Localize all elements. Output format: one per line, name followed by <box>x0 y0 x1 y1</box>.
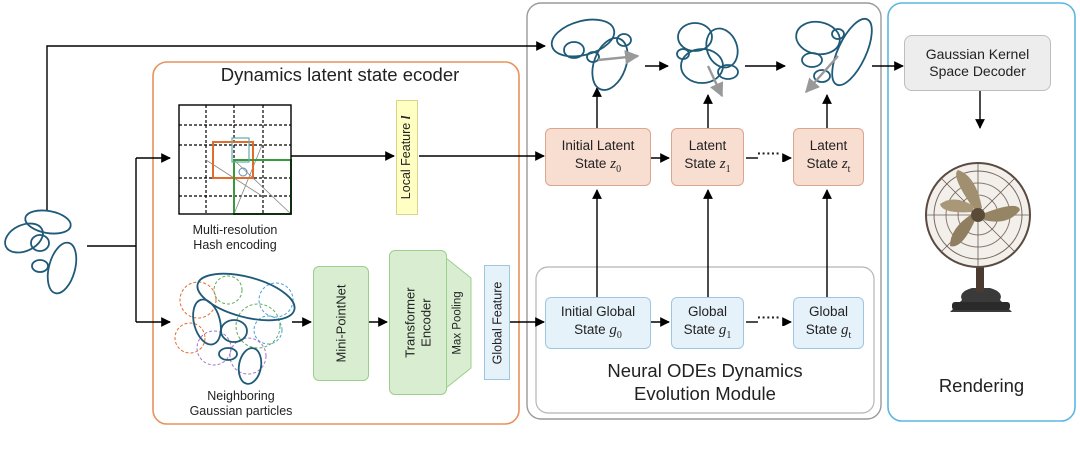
gaussian-kernel-decoder-box: Gaussian Kernel Space Decoder <box>904 35 1051 91</box>
hash-encoding-caption: Multi-resolution Hash encoding <box>170 223 300 253</box>
max-pooling-label: Max Pooling <box>452 291 465 355</box>
latent-state-z1: Latent State z1 <box>671 128 744 186</box>
transformer-encoder-box: Transformer Encoder <box>389 250 447 395</box>
latent-zt-symbol: z <box>841 155 848 172</box>
global-g1-line2: State <box>683 321 716 337</box>
latent-zt-subscript: t <box>847 163 851 175</box>
hash-caption-line1: Multi-resolution <box>192 223 278 237</box>
global-gt-line1: Global <box>808 304 849 320</box>
rendering-label: Rendering <box>938 375 1025 396</box>
transformer-label-line2: Encoder <box>418 298 433 347</box>
local-feature-box: Local Feature l <box>396 100 418 215</box>
ode-inner-border <box>535 266 875 414</box>
input-connectors <box>46 41 546 327</box>
hash-grid-icon <box>178 104 292 215</box>
mini-pointnet-label: Mini-PointNet <box>333 284 349 363</box>
global-state-gt: Global State gt <box>793 297 864 349</box>
max-pooling-box: Max Pooling <box>448 278 468 368</box>
global-dots: ····· <box>757 309 781 325</box>
local-feature-symbol: l <box>399 115 414 120</box>
ode-module-title: Neural ODEs Dynamics Evolution Module <box>560 360 850 405</box>
latent-zt-line2: State <box>806 155 839 171</box>
latent-state-z0: Initial Latent State z0 <box>545 128 651 186</box>
global-ellipsis-arrow <box>746 317 792 327</box>
transformer-label-line1: Transformer <box>402 287 418 358</box>
global-g0-line1: Initial Global <box>560 304 636 320</box>
render-module-border <box>887 2 1076 422</box>
ode-module-border <box>526 2 882 420</box>
latent-zt-line1: Latent <box>809 138 848 154</box>
gaussian-state-0-icon <box>550 18 640 91</box>
global-g0-subscript: 0 <box>616 329 622 341</box>
latent-ellipsis: ····· <box>744 145 792 166</box>
latent-z1-subscript: 1 <box>725 163 731 175</box>
input-gaussians-icon <box>4 209 78 295</box>
global-ellipsis: ····· <box>744 309 792 330</box>
hash-caption-line2: Hash encoding <box>193 237 277 252</box>
latent-z0-symbol: z <box>610 155 617 172</box>
global-g0-line2: State <box>574 321 606 337</box>
latent-z1-symbol: z <box>719 155 726 172</box>
global-state-g0: Initial Global State g0 <box>545 297 651 349</box>
global-feature-box: Global Feature <box>484 265 510 380</box>
encoder-title: Dynamics latent state ecoder <box>220 64 460 85</box>
neighbor-caption-line2: Gaussian particles <box>189 403 293 418</box>
global-feature-label: Global Feature <box>490 281 504 364</box>
global-gt-line2: State <box>805 321 838 337</box>
latent-ellipsis-arrow <box>746 153 792 163</box>
gaussian-state-t-icon <box>795 17 873 94</box>
ode-title-line2: Evolution Module <box>634 382 776 404</box>
ode-connectors <box>592 61 985 327</box>
global-gt-symbol: g <box>841 321 849 338</box>
decoder-line2: Space Decoder <box>929 63 1026 79</box>
neighbor-particles-icon <box>174 272 296 385</box>
global-g1-subscript: 1 <box>726 329 732 341</box>
latent-dots: ····· <box>757 145 781 161</box>
latent-z0-line2: State <box>574 155 607 171</box>
global-gt-subscript: t <box>848 329 852 341</box>
latent-z0-line1: Initial Latent <box>561 138 635 154</box>
global-state-g1: Global State g1 <box>671 297 744 349</box>
gaussian-state-1-icon <box>676 22 739 98</box>
local-feature-label: Local Feature <box>399 122 414 200</box>
electric-fan-render-icon <box>925 162 1031 312</box>
global-g0-symbol: g <box>609 321 617 338</box>
latent-z0-subscript: 0 <box>616 163 622 175</box>
neighbor-particles-caption: Neighboring Gaussian particles <box>166 389 316 419</box>
ode-title-line1: Neural ODEs Dynamics <box>607 360 803 381</box>
latent-state-zt: Latent State zt <box>793 128 864 186</box>
latent-z1-line2: State <box>684 155 716 171</box>
mini-pointnet-box: Mini-PointNet <box>313 266 369 381</box>
global-g1-symbol: g <box>718 321 727 338</box>
decoder-line1: Gaussian Kernel <box>925 46 1030 63</box>
global-g1-line1: Global <box>687 304 728 320</box>
neighbor-caption-line1: Neighboring <box>207 389 275 403</box>
encoder-module-border <box>152 61 520 425</box>
latent-z1-line1: Latent <box>688 138 727 154</box>
